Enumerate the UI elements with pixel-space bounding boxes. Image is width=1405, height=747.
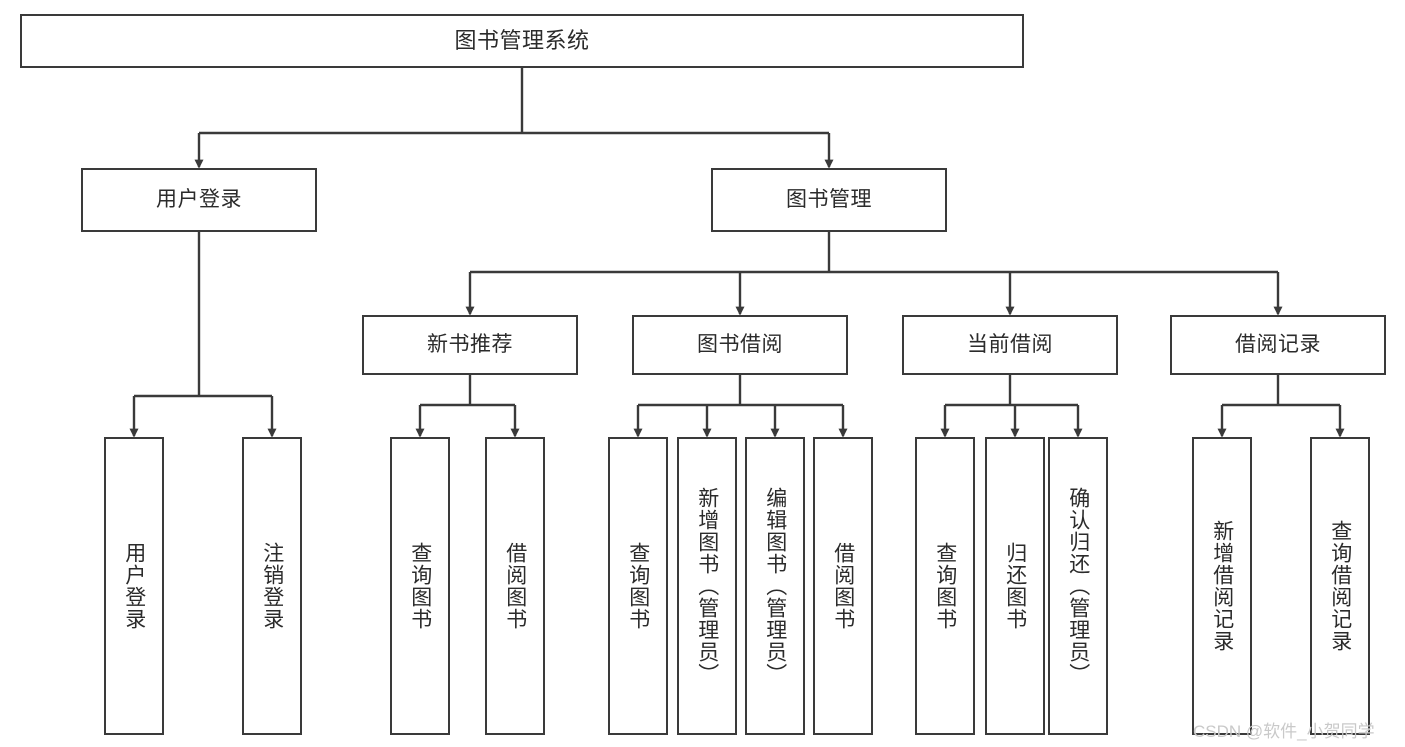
node-leaf-query-book-1[interactable]: 查询图书 (390, 437, 450, 735)
node-label: 借阅图书 (831, 542, 855, 630)
node-label: 注销登录 (260, 542, 284, 630)
node-label: 新增借阅记录 (1210, 520, 1234, 652)
node-leaf-logout[interactable]: 注销登录 (242, 437, 302, 735)
node-leaf-borrow-book-1[interactable]: 借阅图书 (485, 437, 545, 735)
node-book-borrow[interactable]: 图书借阅 (632, 315, 848, 375)
node-leaf-confirm-return[interactable]: 确认归还（管理员） (1048, 437, 1108, 735)
node-label: 图书管理 (786, 187, 872, 211)
node-label: 新书推荐 (427, 332, 513, 356)
node-label: 借阅图书 (503, 542, 527, 630)
node-label: 新增图书（管理员） (695, 487, 719, 685)
node-leaf-user-login[interactable]: 用户登录 (104, 437, 164, 735)
node-borrow-record[interactable]: 借阅记录 (1170, 315, 1386, 375)
node-book-manage[interactable]: 图书管理 (711, 168, 947, 232)
node-label: 确认归还（管理员） (1066, 487, 1090, 685)
node-label: 查询图书 (626, 542, 650, 630)
node-leaf-add-book[interactable]: 新增图书（管理员） (677, 437, 737, 735)
node-leaf-query-book-2[interactable]: 查询图书 (608, 437, 668, 735)
node-new-book-rec[interactable]: 新书推荐 (362, 315, 578, 375)
node-label: 查询借阅记录 (1328, 520, 1352, 652)
node-root[interactable]: 图书管理系统 (20, 14, 1024, 68)
node-label: 归还图书 (1003, 542, 1027, 630)
node-label: 图书管理系统 (454, 28, 590, 54)
edge-group (129, 68, 1345, 438)
node-leaf-borrow-book-2[interactable]: 借阅图书 (813, 437, 873, 735)
node-label: 编辑图书（管理员） (763, 487, 787, 685)
node-leaf-query-book-3[interactable]: 查询图书 (915, 437, 975, 735)
node-label: 借阅记录 (1235, 332, 1321, 356)
node-label: 查询图书 (408, 542, 432, 630)
node-leaf-edit-book[interactable]: 编辑图书（管理员） (745, 437, 805, 735)
node-label: 用户登录 (156, 187, 242, 211)
node-user-login[interactable]: 用户登录 (81, 168, 317, 232)
node-leaf-add-record[interactable]: 新增借阅记录 (1192, 437, 1252, 735)
node-label: 当前借阅 (967, 332, 1053, 356)
node-label: 用户登录 (122, 542, 146, 630)
node-label: 查询图书 (933, 542, 957, 630)
node-label: 图书借阅 (697, 332, 783, 356)
node-leaf-query-record[interactable]: 查询借阅记录 (1310, 437, 1370, 735)
node-leaf-return-book[interactable]: 归还图书 (985, 437, 1045, 735)
node-current-borrow[interactable]: 当前借阅 (902, 315, 1118, 375)
